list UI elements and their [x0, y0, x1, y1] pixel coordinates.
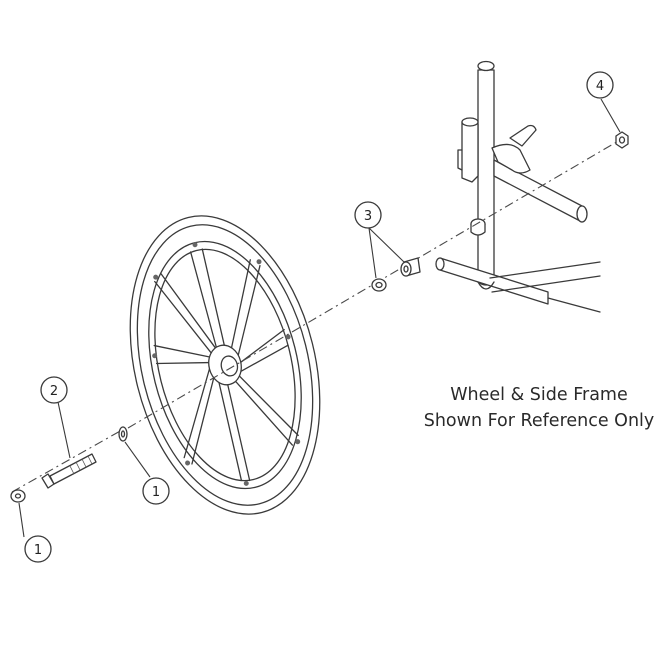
- spacer-washer: [371, 257, 421, 292]
- svg-text:4: 4: [596, 79, 604, 94]
- axle-centerline: [11, 429, 123, 493]
- svg-text:1: 1: [152, 485, 160, 500]
- axle-nut: [615, 131, 629, 149]
- reference-note: Wheel & Side Frame Shown For Reference O…: [404, 382, 670, 434]
- wheel: [129, 215, 321, 515]
- svg-text:3: 3: [364, 209, 372, 224]
- callout-4: 4: [586, 71, 614, 99]
- washer-left: [10, 489, 26, 503]
- callout-3: 3: [354, 201, 382, 229]
- side-frame: [435, 60, 601, 313]
- callout-1-left: 1: [24, 535, 52, 563]
- svg-text:1: 1: [34, 543, 42, 558]
- callout-1-right: 1: [142, 477, 170, 505]
- note-line-1: Wheel & Side Frame: [450, 385, 628, 405]
- leader-lines: [18, 98, 621, 538]
- svg-text:2: 2: [50, 384, 58, 399]
- axle-bolt: [41, 453, 97, 489]
- washer-right: [118, 426, 128, 442]
- note-line-2: Shown For Reference Only: [423, 411, 655, 431]
- callout-2: 2: [40, 376, 68, 404]
